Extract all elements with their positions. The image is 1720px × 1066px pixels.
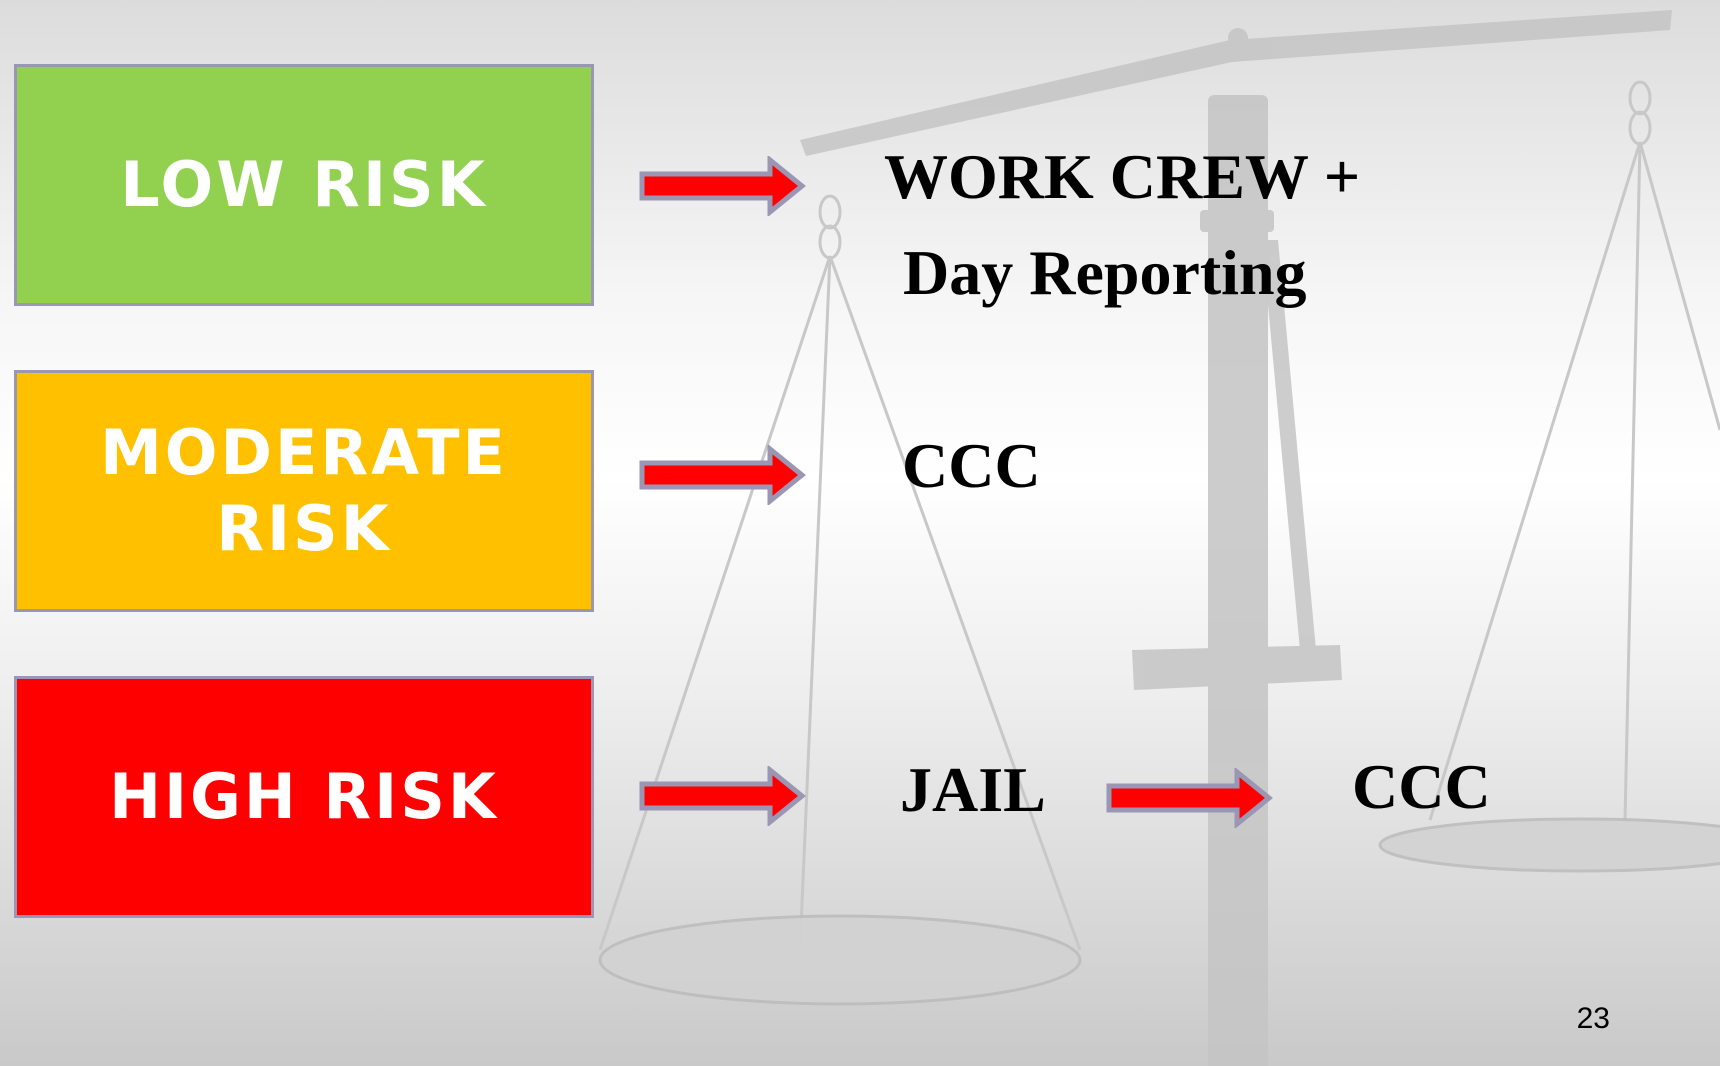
arrow-right-icon [639,445,806,505]
high-risk-box: HIGH RISK [14,676,594,918]
arrow-right-icon [1106,768,1273,828]
high-risk-label: HIGH RISK [109,760,499,833]
high-outcome-jail: JAIL [900,754,1046,825]
arrow-right-icon [639,156,806,216]
moderate-outcome: CCC [902,430,1041,501]
moderate-risk-box: MODERATE RISK [14,370,594,612]
low-risk-box: LOW RISK [14,64,594,306]
low-risk-label: LOW RISK [120,148,488,221]
high-outcome-ccc: CCC [1352,751,1491,822]
moderate-risk-label: MODERATE RISK [100,416,508,565]
arrow-right-icon [639,766,806,826]
page-number: 23 [1576,1002,1610,1035]
low-outcome-line1: WORK CREW + [884,141,1361,212]
low-outcome-line2: Day Reporting [903,237,1307,308]
